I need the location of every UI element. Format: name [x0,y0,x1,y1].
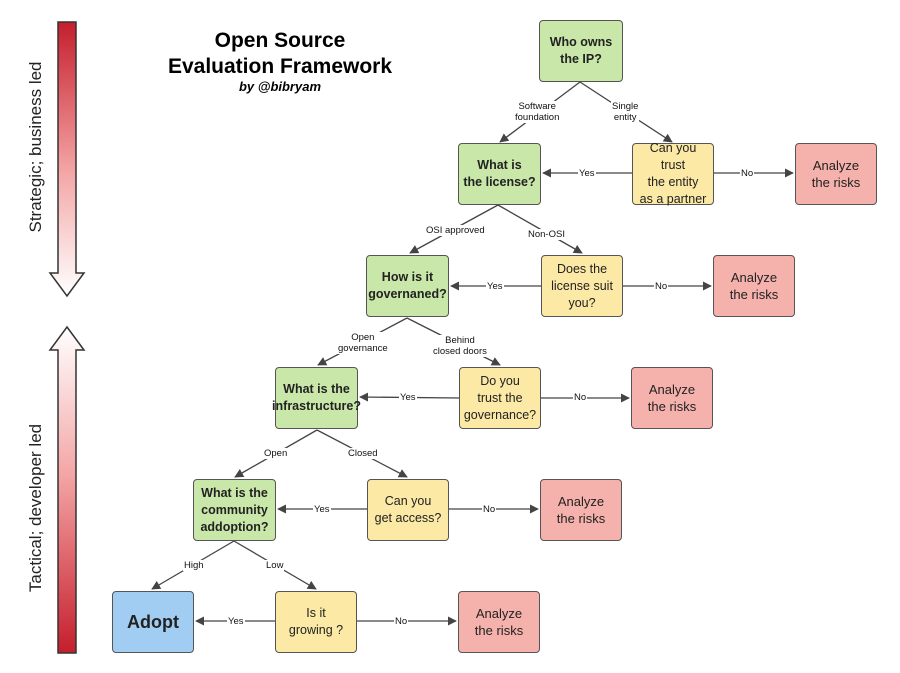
strategic-down-arrow [48,21,86,298]
side-label-tactical: Tactical; developer led [26,423,45,593]
node-how-governed: How is it governaned? [366,255,449,317]
node-license-suit: Does the license suit you? [541,255,623,317]
edge-label-non-osi: Non-OSI [527,229,566,240]
edge-label-high: High [183,560,205,571]
edge-label-no-2: No [654,281,669,292]
node-risks-5: Analyze the risks [458,591,540,653]
edge-label-no-3: No [573,392,588,403]
node-risks-1: Analyze the risks [795,143,877,205]
side-label-strategic: Strategic; business led [26,61,45,233]
title-line-2: Evaluation Framework [167,55,393,78]
node-risks-2: Analyze the risks [713,255,795,317]
edge-label-open: Open [263,448,289,459]
title-line-1: Open Source [214,29,346,52]
title-author: by @bibryam [238,79,322,94]
edge-label-no-4: No [482,504,497,515]
edge-label-behind-closed-doors: Behind closed doors [432,335,488,357]
edge-label-yes-2: Yes [486,281,504,292]
node-what-license: What is the license? [458,143,541,205]
edge-label-software-foundation: Software foundation [514,101,561,123]
node-who-owns-ip: Who owns the IP? [539,20,623,82]
edge-label-yes-3: Yes [399,392,417,403]
edge-label-yes-4: Yes [313,504,331,515]
edge-label-single-entity: Single entity [611,101,640,123]
edge-label-no-5: No [394,616,409,627]
edge-label-open-governance: Open governance [337,332,389,354]
node-trust-entity: Can you trust the entity as a partner [632,141,714,206]
edge-label-closed: Closed [347,448,379,459]
edge-label-no-1: No [740,168,755,179]
tactical-up-arrow [48,325,86,654]
node-community-adoption: What is the community addoption? [193,479,276,541]
edge-label-yes-1: Yes [578,168,596,179]
node-risks-4: Analyze the risks [540,479,622,541]
node-what-infrastructure: What is the infrastructure? [272,367,361,429]
node-risks-3: Analyze the risks [631,367,713,429]
edge-label-osi-approved: OSI approved [425,225,486,236]
edge-label-low: Low [265,560,285,571]
edge-label-yes-5: Yes [227,616,245,627]
node-get-access: Can you get access? [367,479,449,541]
node-adopt: Adopt [112,591,194,653]
node-trust-governance: Do you trust the governance? [459,367,541,429]
node-is-growing: Is it growing ? [275,591,357,653]
